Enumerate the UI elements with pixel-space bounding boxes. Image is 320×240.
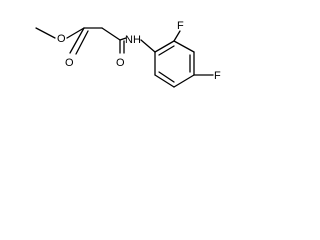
bond-n-ring bbox=[140, 39, 156, 53]
ring-bond-2 bbox=[173, 40, 195, 53]
ring-bond-5-inner bbox=[158, 71, 175, 83]
ring-bond-4 bbox=[173, 74, 195, 88]
bond-methyl-o bbox=[35, 27, 56, 39]
molecule-structure: O O O NH F F bbox=[35, 20, 221, 88]
atom-o-amide-carbonyl: O bbox=[116, 57, 125, 69]
atom-f-para: F bbox=[214, 70, 221, 82]
structure-canvas: O O O NH F F bbox=[0, 0, 249, 113]
atom-f-ortho: F bbox=[177, 20, 184, 32]
bond-ester-carbonyl-2 bbox=[75, 30, 89, 55]
atom-n-amide: NH bbox=[125, 34, 141, 46]
atom-o-methoxy: O bbox=[57, 33, 66, 45]
bond-amide-carbon-n bbox=[119, 37, 127, 41]
atom-labels: O O O NH F F bbox=[57, 20, 221, 82]
ring-bond-5 bbox=[154, 74, 175, 88]
atom-o-ester-carbonyl: O bbox=[65, 57, 74, 69]
bonds bbox=[35, 27, 214, 88]
bond-ring-f-ortho bbox=[173, 30, 181, 42]
ring-bond-1-inner bbox=[158, 45, 175, 56]
bond-o-ester-carbon bbox=[66, 27, 85, 39]
bond-ch2-amide-carbon bbox=[101, 27, 121, 41]
bond-ester-carbonyl-1 bbox=[69, 27, 85, 54]
ring-bond-1 bbox=[154, 40, 175, 53]
